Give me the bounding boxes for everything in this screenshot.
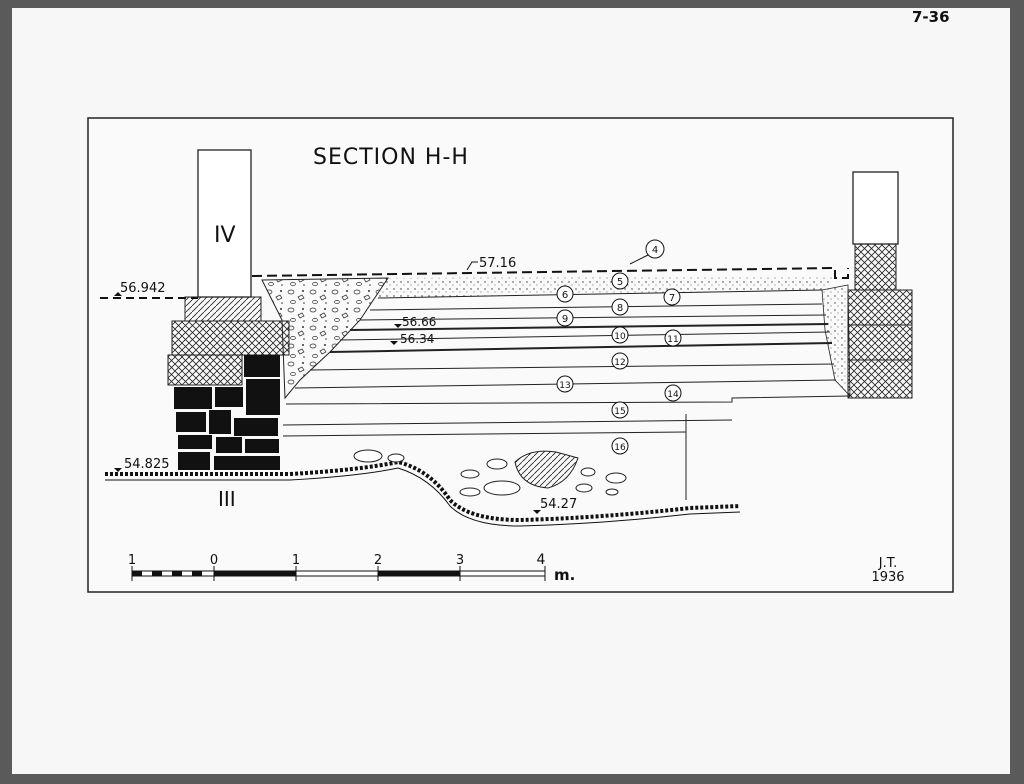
signature-initials: J.T.: [878, 556, 898, 571]
layer-7: 7: [663, 288, 681, 306]
scale-tick-label: 1: [292, 553, 300, 568]
layer-6: 6: [556, 285, 574, 303]
scale-tick-label: 2: [374, 553, 382, 568]
scale-tick-label: 1: [128, 553, 136, 568]
svg-text:11: 11: [667, 335, 678, 345]
svg-text:10: 10: [614, 332, 626, 342]
svg-text:14: 14: [667, 390, 679, 400]
ground-line-lower: [105, 467, 741, 527]
svg-text:16: 16: [614, 443, 626, 453]
scale-unit: m.: [554, 566, 575, 584]
wall-right: [847, 171, 913, 399]
level-markers: 57.16 56.942 56.66 56.34 54.825 54.27: [114, 256, 577, 514]
level-56-942: 56.942: [120, 281, 166, 296]
svg-text:8: 8: [617, 303, 623, 314]
svg-text:7: 7: [669, 293, 675, 304]
layer-11: 11: [664, 329, 682, 347]
level-56-66: 56.66: [402, 315, 436, 329]
svg-text:15: 15: [614, 407, 625, 417]
wall-label-iv: IV: [214, 223, 236, 248]
layer-15: 15: [611, 401, 629, 419]
stones: [353, 449, 627, 497]
svg-text:9: 9: [562, 314, 568, 325]
svg-text:4: 4: [652, 245, 658, 256]
scale-tick-label: 0: [210, 553, 218, 568]
level-54-27: 54.27: [540, 497, 577, 512]
scale-tick-label: 4: [537, 552, 546, 568]
wall-iv: IV: [167, 149, 290, 470]
svg-text:12: 12: [614, 358, 625, 368]
layer-13: 13: [556, 375, 574, 393]
signature-year: 1936: [871, 570, 904, 585]
layer-4: 4: [629, 239, 665, 265]
ground-line: [105, 459, 741, 523]
layer-dotted-top: [378, 276, 835, 298]
svg-text:5: 5: [617, 277, 623, 288]
level-56-34: 56.34: [400, 332, 434, 346]
layer-10: 10: [611, 326, 629, 344]
level-54-825: 54.825: [124, 457, 170, 472]
level-57-16: 57.16: [479, 256, 516, 271]
corner-label: 7-36: [912, 8, 950, 26]
drawing-title: SECTION H-H: [313, 145, 469, 170]
layer-12: 12: [611, 352, 629, 370]
surface-line: [251, 266, 849, 279]
wall-label-iii: III: [218, 487, 236, 511]
layer-8: 8: [611, 298, 629, 316]
layer-16: 16: [611, 437, 629, 455]
scale-tick-label: 3: [456, 553, 464, 568]
layer-5: 5: [611, 272, 629, 290]
scale-bar: 1 0 1 2 3 4 m.: [128, 552, 575, 584]
layer-numbers: 4 5 6 7 8 9 10 11 12 13 14 15 16: [556, 239, 682, 455]
layer-9: 9: [556, 309, 574, 327]
layer-14: 14: [664, 384, 682, 402]
svg-text:13: 13: [559, 381, 570, 391]
rubble-fill: [261, 277, 389, 400]
svg-text:6: 6: [562, 290, 568, 301]
